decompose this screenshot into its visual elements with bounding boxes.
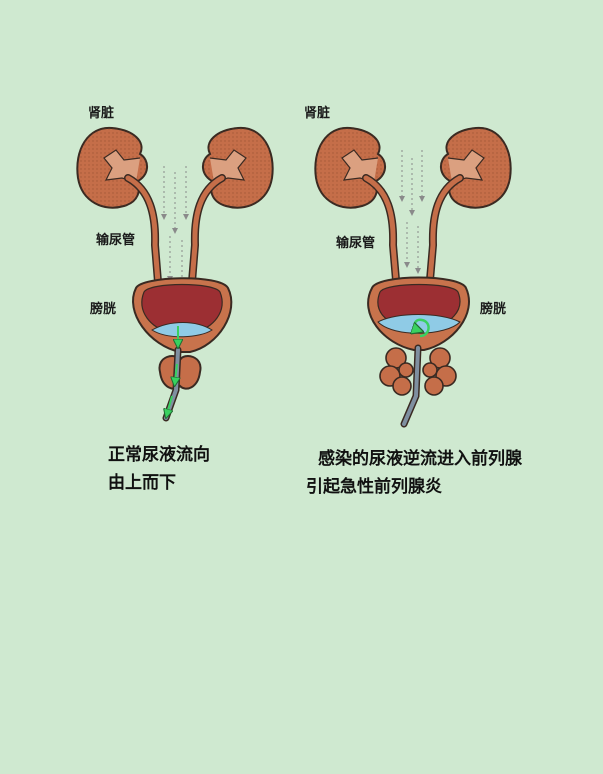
left-diagram-downflow-arrows xyxy=(163,166,187,280)
right-diagram-reflux-swirl-arrow xyxy=(415,318,430,338)
right-caption-line2: 引起急性前列腺炎 xyxy=(306,477,442,497)
right-caption-line1: 感染的尿液逆流进入前列腺 xyxy=(318,449,522,469)
right-label-kidney: 肾脏 xyxy=(304,106,331,121)
right-diagram-kidney-left xyxy=(314,126,386,209)
left-diagram-green-flow-arrows xyxy=(167,326,178,414)
left-diagram-kidney-right xyxy=(202,126,274,209)
left-diagram-kidney-left xyxy=(76,126,148,209)
right-diagram-kidney-right xyxy=(440,126,512,209)
left-caption-line2: 由上而下 xyxy=(108,473,176,493)
right-diagram xyxy=(314,126,512,428)
right-diagram-bladder xyxy=(367,276,470,351)
right-label-bladder: 膀胱 xyxy=(480,302,507,317)
left-label-ureter: 输尿管 xyxy=(96,233,136,248)
right-label-ureter: 输尿管 xyxy=(336,236,376,251)
right-diagram-downflow-arrows xyxy=(401,150,423,268)
left-label-bladder: 膀胱 xyxy=(90,302,117,317)
right-diagram-inflamed-prostate xyxy=(379,347,457,396)
left-caption-line1: 正常尿液流向 xyxy=(108,445,210,465)
left-diagram-bladder xyxy=(132,277,233,353)
left-diagram xyxy=(76,126,274,422)
left-label-kidney: 肾脏 xyxy=(88,106,115,121)
